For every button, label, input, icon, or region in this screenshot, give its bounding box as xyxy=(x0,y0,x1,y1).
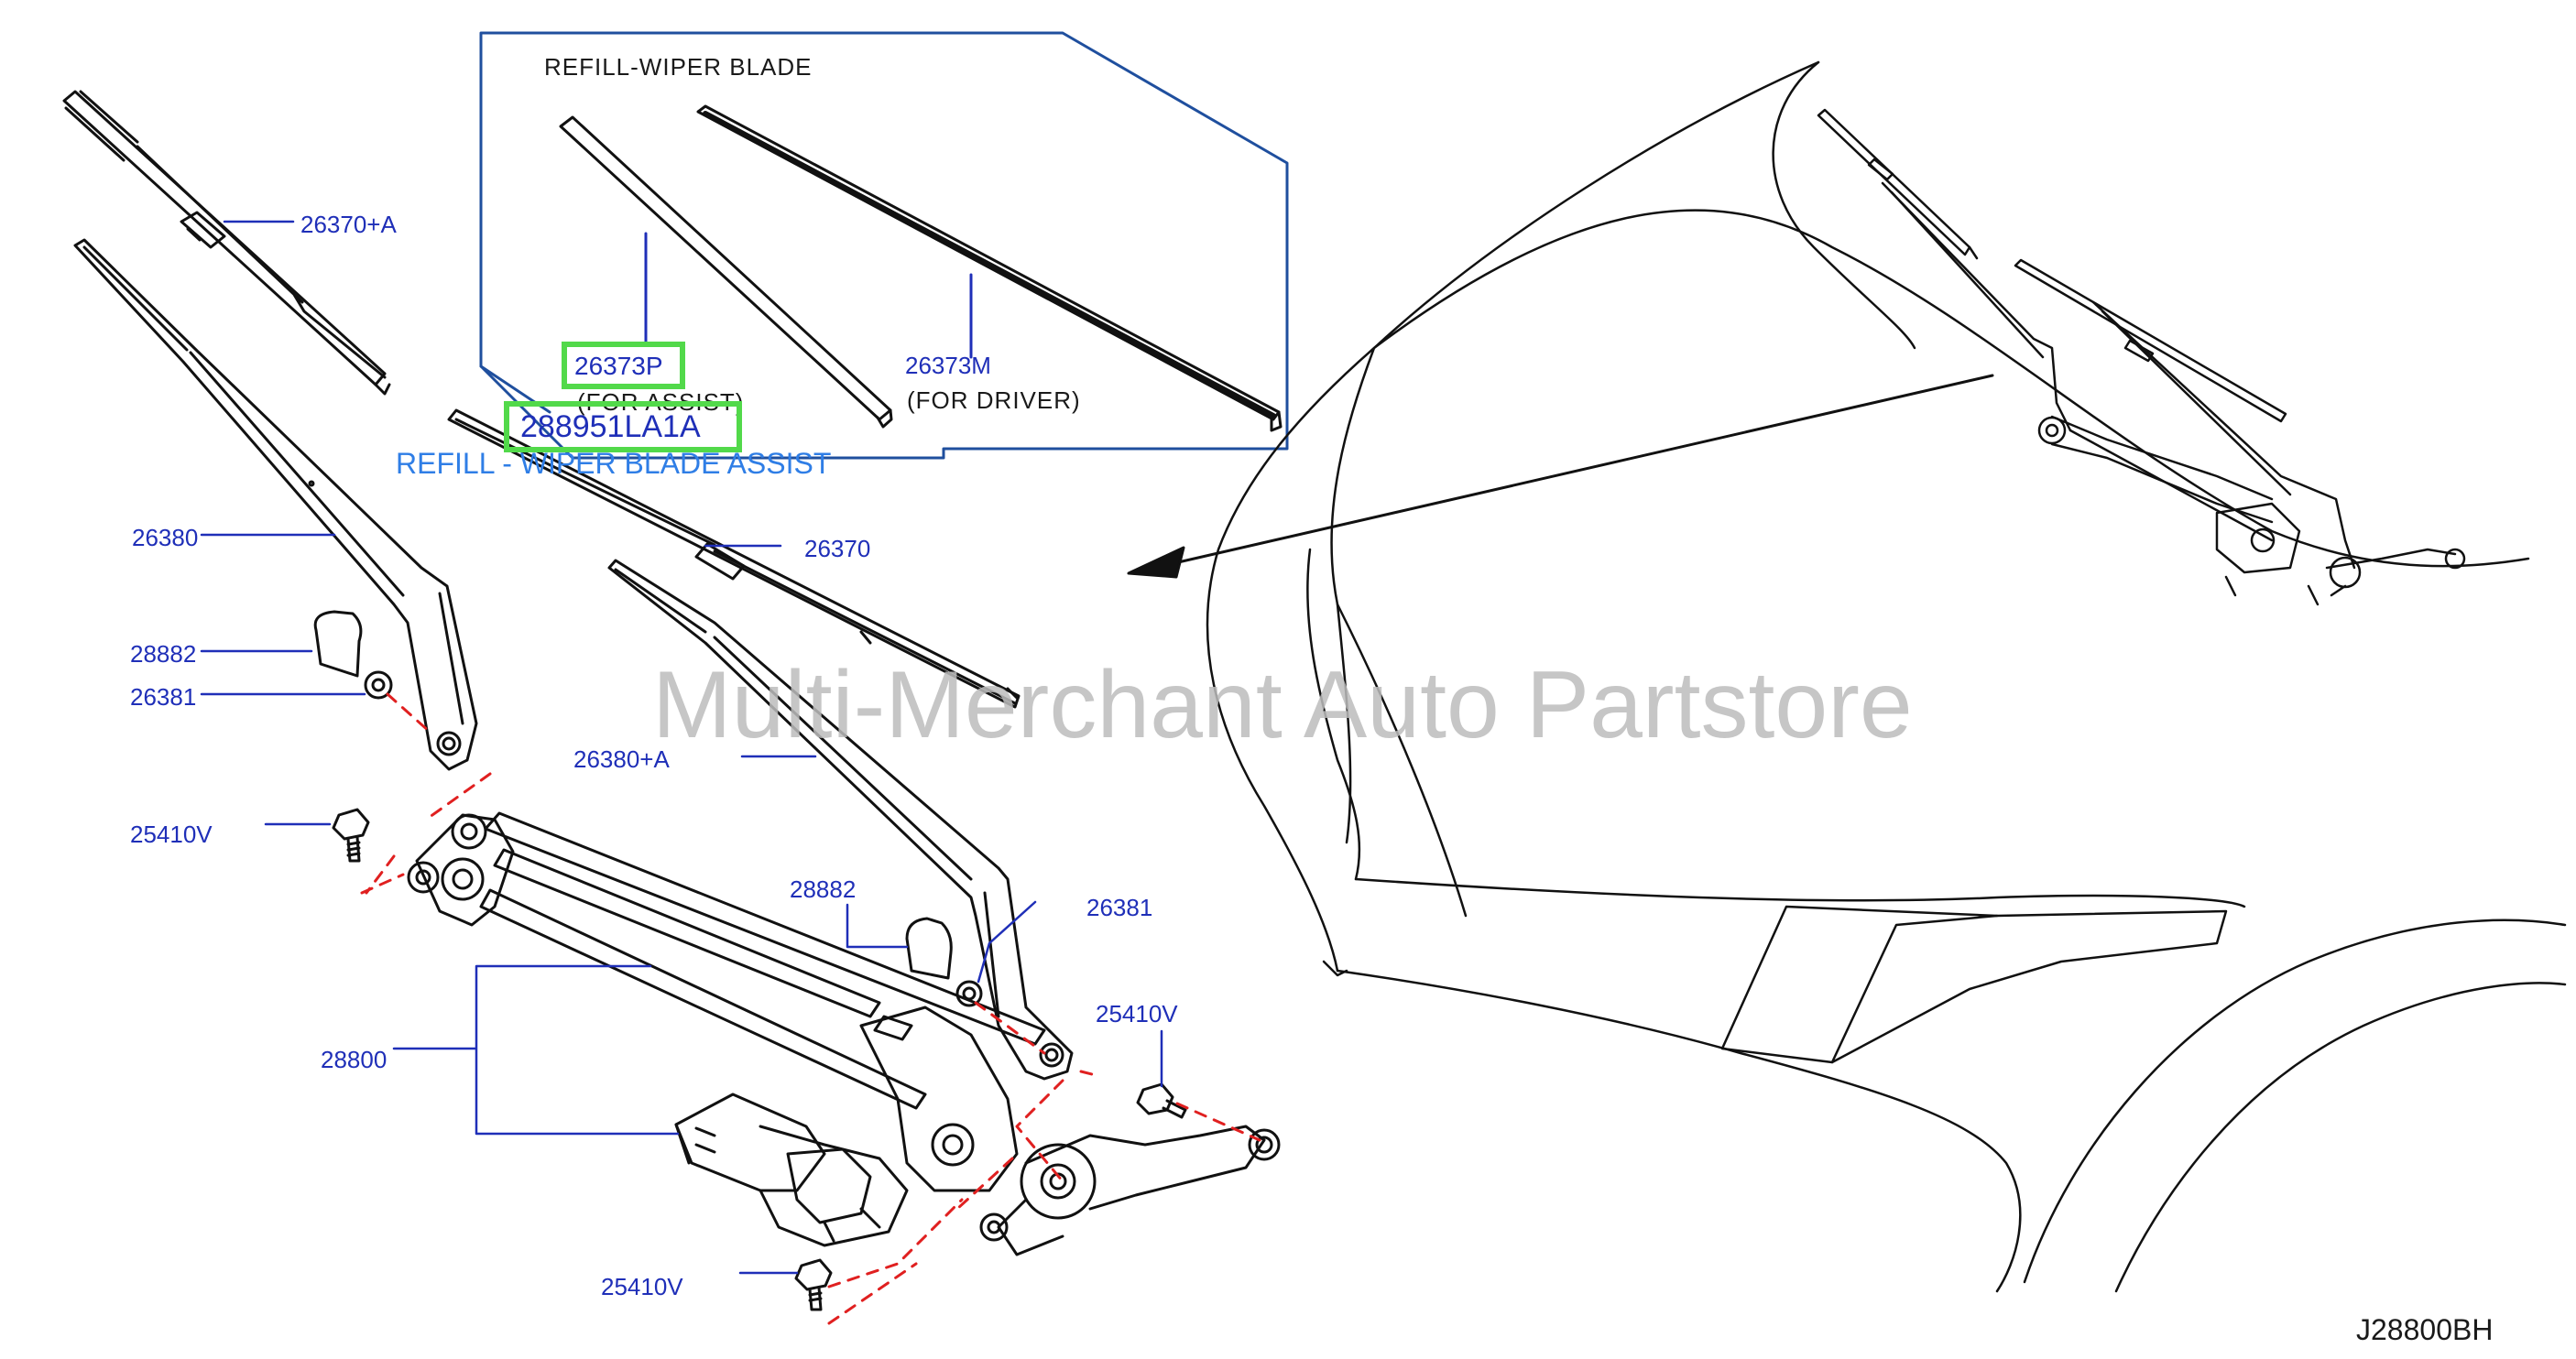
diagram-code: J28800BH xyxy=(2356,1313,2494,1346)
callout-28882-left[interactable]: 28882 xyxy=(130,640,197,668)
wiper-arm-left xyxy=(73,238,478,771)
highlight-box-288951LA1A xyxy=(504,401,742,452)
part-number-26373M[interactable]: 26373M xyxy=(905,352,991,379)
callout-25410V-left[interactable]: 25410V xyxy=(130,821,213,848)
callout-26381-right[interactable]: 26381 xyxy=(1086,894,1153,921)
pivot-cap-left xyxy=(313,610,363,678)
callout-28800[interactable]: 28800 xyxy=(321,1046,387,1073)
mount-bolt-right xyxy=(1136,1082,1187,1119)
pivot-nut-right xyxy=(955,980,983,1007)
callout-26370[interactable]: 26370 xyxy=(804,535,871,562)
part-description-assist: REFILL - WIPER BLADE ASSIST xyxy=(396,447,832,480)
store-watermark: Multi-Merchant Auto Partstore xyxy=(652,652,1913,758)
callout-leaders xyxy=(200,220,1163,1275)
pivot-cap-right xyxy=(905,917,953,980)
part-number-26373P[interactable]: 26373P xyxy=(574,352,663,380)
assembly-dashes xyxy=(360,692,1261,1325)
mount-bolt-left xyxy=(332,808,370,863)
inset-border xyxy=(479,31,1289,460)
callout-28882-right[interactable]: 28882 xyxy=(790,875,857,903)
part-number-288951LA1A[interactable]: 288951LA1A xyxy=(520,409,701,444)
wiper-linkage-motor-assembly xyxy=(407,811,1281,1256)
installed-wipers-detail xyxy=(1817,108,2466,606)
callout-25410V-right[interactable]: 25410V xyxy=(1096,1000,1178,1027)
callout-26370A[interactable]: 26370+A xyxy=(300,211,397,238)
callout-25410V-bottom[interactable]: 25410V xyxy=(601,1273,683,1300)
note-for-driver: (FOR DRIVER) xyxy=(907,386,1081,414)
pivot-nut-left xyxy=(364,670,393,700)
inset-title: REFILL-WIPER BLADE xyxy=(544,53,813,81)
callout-26381-left[interactable]: 26381 xyxy=(130,683,197,711)
highlight-box-26373P xyxy=(562,342,685,389)
wiper-arm-right xyxy=(607,559,1074,1081)
callout-26380A[interactable]: 26380+A xyxy=(573,745,670,773)
wiper-blade-assist xyxy=(62,90,391,396)
wiper-blade-driver xyxy=(447,408,1021,709)
vehicle-outline xyxy=(1206,60,2567,1293)
refill-assist-strip xyxy=(559,115,893,429)
mount-bolt-bottom xyxy=(794,1258,833,1311)
refill-driver-strip xyxy=(696,104,1283,432)
callout-26380[interactable]: 26380 xyxy=(132,524,199,551)
direction-arrow xyxy=(1127,374,1994,579)
